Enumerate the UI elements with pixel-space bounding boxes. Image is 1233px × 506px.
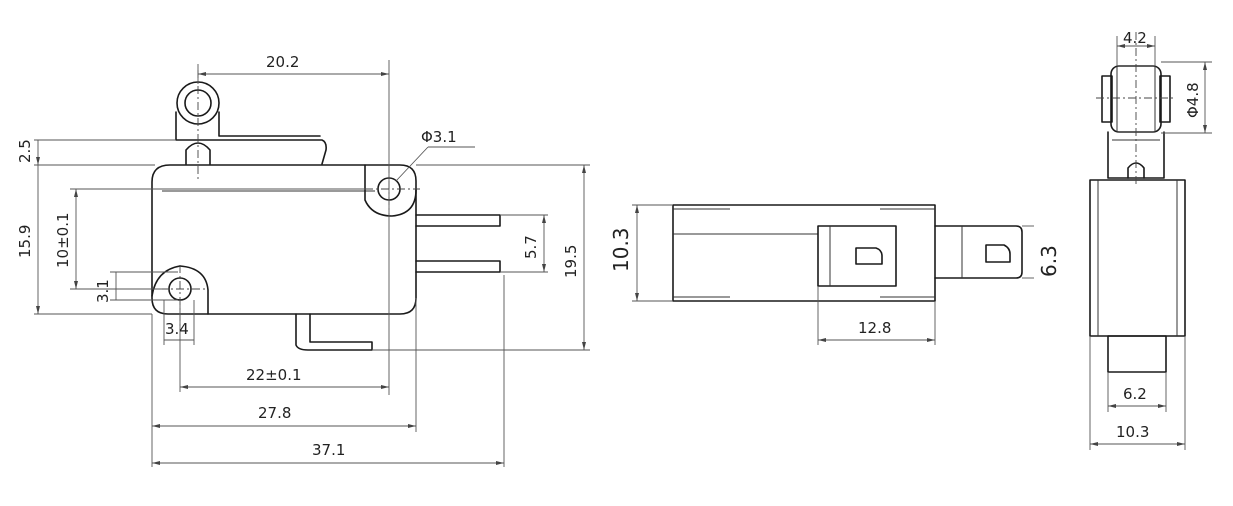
dim-hole-offset-h: 3.4 (165, 320, 189, 338)
dim-hole-offset-v: 3.1 (94, 279, 112, 303)
terminal-lower (415, 260, 501, 273)
side-body (1089, 179, 1186, 337)
lever-arm-inner (218, 111, 321, 137)
dim-plunger-width: 6.2 (1123, 385, 1147, 403)
bottom-terminal-slot-2 (985, 244, 1011, 263)
dim-actuator-height: 2.5 (16, 139, 34, 163)
dim-terminal-pitch: 5.7 (522, 235, 540, 259)
dim-overall-height: 19.5 (562, 245, 580, 278)
dim-roller-to-hole: 20.2 (266, 53, 299, 71)
terminal-upper (415, 214, 501, 227)
bottom-terminal-inner (817, 225, 897, 287)
plunger (185, 142, 211, 165)
dim-hole-dia: Φ3.1 (421, 128, 457, 146)
mount-boss-right (364, 164, 417, 217)
side-terminal (1107, 335, 1167, 373)
dim-body-height: 15.9 (16, 225, 34, 258)
dim-body-length: 27.8 (258, 404, 291, 422)
terminal-bottom (295, 313, 373, 351)
dim-overall-length: 37.1 (312, 441, 345, 459)
bottom-terminal-slot-1 (855, 247, 883, 265)
dim-hole-spacing-v: 10±0.1 (54, 212, 72, 268)
switch-body (151, 164, 417, 315)
bottom-body (672, 204, 936, 302)
dim-side-body-width: 10.3 (1116, 423, 1149, 441)
bottom-terminal-outer (934, 225, 1023, 279)
dim-roller-width: 4.2 (1123, 29, 1147, 47)
front-view: 20.2 Φ3.1 2.5 15.9 10±0.1 3.1 3.4 5.7 19… (16, 53, 590, 467)
dim-roller-dia: Φ4.8 (1184, 82, 1202, 118)
side-view: 4.2 Φ4.8 6.2 10.3 (1089, 29, 1212, 450)
dim-bottom-body-width: 10.3 (609, 227, 633, 272)
dim-terminal-width: 6.3 (1037, 245, 1061, 277)
bottom-view: 10.3 12.8 6.3 (609, 204, 1061, 345)
lever-arm (175, 111, 327, 165)
dim-terminal-length: 12.8 (858, 319, 891, 337)
dim-hole-spacing-h: 22±0.1 (246, 366, 302, 384)
